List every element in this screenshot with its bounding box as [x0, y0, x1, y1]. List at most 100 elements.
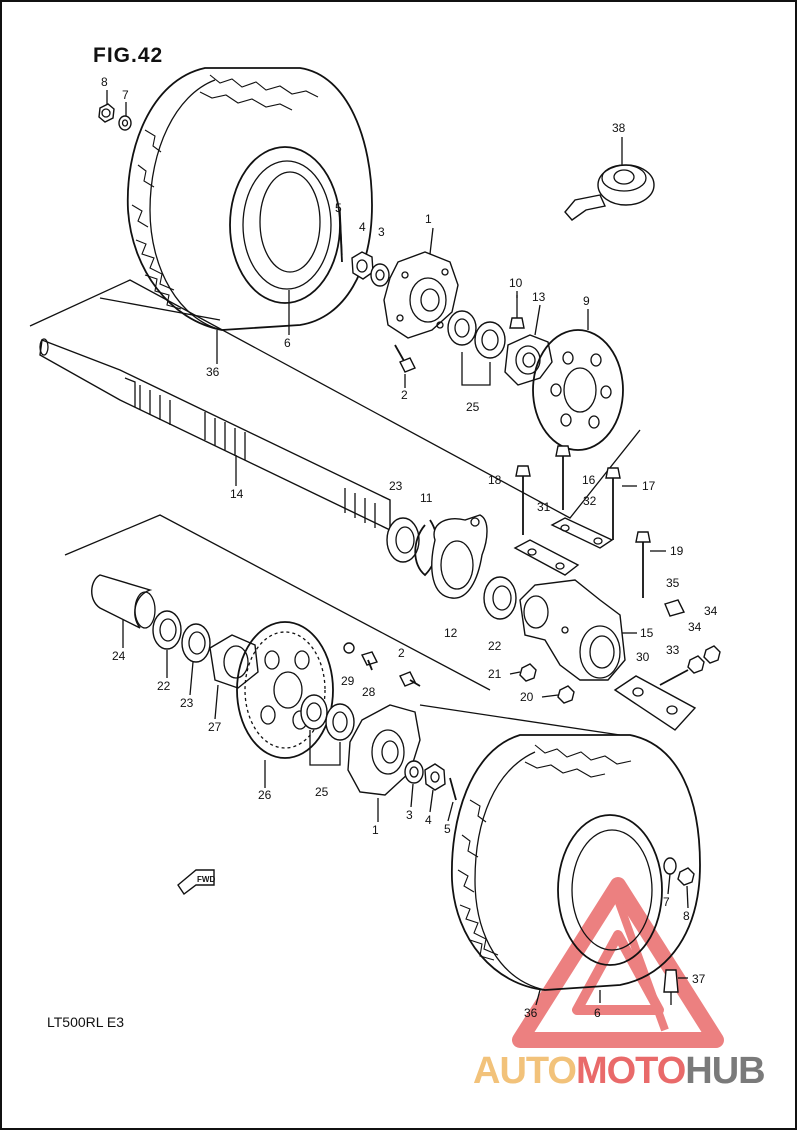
- label-15: 15: [640, 626, 654, 640]
- bolt-10: [509, 295, 525, 329]
- label-35: 35: [666, 576, 680, 590]
- fwd-label: FWD: [197, 875, 215, 884]
- label-12: 12: [444, 626, 458, 640]
- washer-7-upper: [118, 115, 132, 131]
- label-5-upper: 5: [335, 201, 342, 215]
- brake-bracket-12: [431, 514, 488, 599]
- label-29: 29: [341, 674, 355, 688]
- watermark-text: AUTOMOTOHUB: [473, 1050, 766, 1093]
- spacer-25-upper: [447, 310, 506, 386]
- washer-29: [343, 642, 355, 654]
- bearing-22-lower: [152, 610, 182, 650]
- tire-pressure-gauge-38: [564, 164, 655, 221]
- label-25-lower: 25: [315, 785, 329, 799]
- label-6-lower: 6: [594, 1006, 601, 1020]
- label-4-lower: 4: [425, 813, 432, 827]
- castle-nut-4-upper: [351, 251, 374, 280]
- leader-bracket-middle: [64, 514, 491, 691]
- label-13: 13: [532, 290, 546, 304]
- model-code: LT500RL E3: [47, 1014, 125, 1030]
- axle-housing-15: [519, 579, 626, 681]
- label-19: 19: [670, 544, 684, 558]
- bolt-18: [515, 465, 531, 535]
- nut-21: [519, 663, 537, 682]
- leader-lines: [106, 90, 689, 1006]
- lower-rear-tire: [451, 734, 701, 991]
- label-1-lower: 1: [372, 823, 379, 837]
- label-8-upper: 8: [101, 75, 108, 89]
- nut-8-lower: [677, 867, 695, 886]
- label-14: 14: [230, 487, 244, 501]
- label-31: 31: [537, 500, 551, 514]
- label-20: 20: [520, 690, 534, 704]
- tire-valve-37: [663, 969, 679, 1005]
- wheel-hub-1-lower: [347, 704, 421, 796]
- label-3-upper: 3: [378, 225, 385, 239]
- label-36-upper: 36: [206, 365, 220, 379]
- cotter-pin-5-upper: [339, 219, 343, 263]
- label-6-upper: 6: [284, 336, 291, 350]
- label-36-lower: 36: [524, 1006, 538, 1020]
- watermark-part-2: MOTO: [575, 1050, 686, 1092]
- bolt-2-upper: [394, 344, 416, 373]
- label-27: 27: [208, 720, 222, 734]
- label-7-lower: 7: [663, 895, 670, 909]
- watermark-triangle-logo: [512, 877, 724, 1048]
- label-26: 26: [258, 788, 272, 802]
- washer-7-lower: [663, 857, 677, 875]
- label-11: 11: [420, 491, 433, 505]
- leader-line-30: [419, 704, 621, 736]
- nut-20: [557, 685, 575, 704]
- seal-23-upper: [386, 517, 420, 563]
- label-16: 16: [582, 473, 596, 487]
- wheel-hub-1-upper: [383, 251, 459, 339]
- label-2-lower: 2: [398, 646, 405, 660]
- label-22-lower: 22: [157, 679, 171, 693]
- cotter-pin-5-lower: [449, 777, 457, 801]
- washer-3-upper: [370, 263, 390, 287]
- bolt-2-lower: [399, 671, 421, 687]
- label-38: 38: [612, 121, 626, 135]
- label-1-upper: 1: [425, 212, 432, 226]
- brake-disc-9: [532, 329, 624, 451]
- label-4-upper: 4: [359, 220, 366, 234]
- sprocket-26: [236, 621, 334, 759]
- label-5-lower: 5: [444, 822, 451, 836]
- label-10: 10: [509, 276, 523, 290]
- label-23-lower: 23: [180, 696, 194, 710]
- forward-direction-arrow: FWD: [177, 869, 215, 896]
- castle-nut-4-lower: [424, 763, 446, 791]
- grease-nipple-35: [664, 599, 686, 617]
- label-24: 24: [112, 649, 126, 663]
- label-3-lower: 3: [406, 808, 413, 822]
- upper-rear-tire: [126, 67, 373, 331]
- plate-31: [513, 539, 580, 576]
- plate-30: [613, 675, 697, 731]
- spacer-25-lower: [300, 694, 355, 766]
- label-28: 28: [362, 685, 376, 699]
- plate-32: [550, 517, 614, 549]
- leader-line-36-upper: [99, 297, 221, 321]
- bolt-19: [635, 531, 651, 598]
- disc-hub-13: [504, 334, 553, 386]
- figure-title: FIG.42: [93, 44, 164, 67]
- nut-8-upper: [98, 103, 115, 123]
- bolt-16: [555, 445, 571, 510]
- bolt-17: [605, 467, 621, 540]
- label-34-b: 34: [688, 620, 702, 634]
- label-9: 9: [583, 294, 590, 308]
- label-30: 30: [636, 650, 650, 664]
- leader-bracket-upper: [29, 279, 641, 519]
- washer-3-lower: [404, 760, 424, 784]
- label-22-upper: 22: [488, 639, 502, 653]
- rear-axle-14: [39, 338, 391, 532]
- label-7-upper: 7: [122, 88, 129, 102]
- label-23-upper: 23: [389, 479, 403, 493]
- collar-24: [91, 574, 156, 629]
- seal-23-lower: [181, 623, 211, 663]
- bolt-33: [659, 669, 689, 686]
- label-2-upper: 2: [401, 388, 408, 402]
